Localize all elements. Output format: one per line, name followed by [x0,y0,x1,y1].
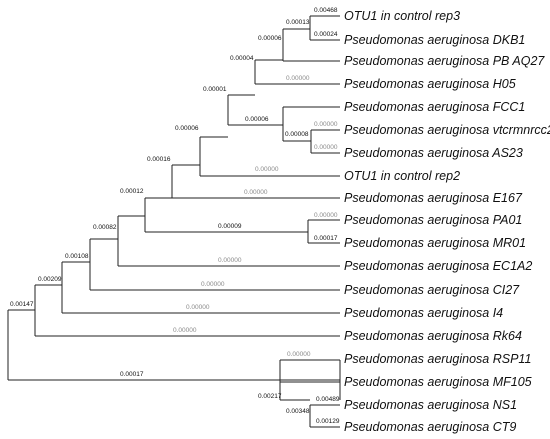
branch-length-label: 0.00008 [285,131,309,138]
leaf-label: OTU1 in control rep3 [344,9,460,23]
branch-length-label: 0.00129 [316,418,340,425]
leaf-label: Pseudomonas aeruginosa PB AQ27 [344,54,545,68]
branch-length-label: 0.00009 [218,223,242,230]
branch-length-label: 0.00012 [120,188,144,195]
branch-length-label: 0.00004 [230,55,254,62]
leaf-label: Pseudomonas aeruginosa E167 [344,191,523,205]
branch-length-label: 0.00000 [314,144,338,151]
leaf-label: Pseudomonas aeruginosa PA01 [344,213,522,227]
branch-length-label: 0.00000 [173,327,197,334]
leaf-label: Pseudomonas aeruginosa NS1 [344,398,517,412]
leaf-label: Pseudomonas aeruginosa CI27 [344,283,520,297]
branch-length-label: 0.00000 [314,121,338,128]
leaf-label: Pseudomonas aeruginosa MF105 [344,375,532,389]
branch-length-label: 0.00209 [38,276,62,283]
leaf-label: Pseudomonas aeruginosa EC1A2 [344,259,532,273]
leaf-label: Pseudomonas aeruginosa Rk64 [344,329,522,343]
branch-length-label: 0.00024 [314,31,338,38]
leaf-label: Pseudomonas aeruginosa H05 [344,77,516,91]
branch-length-label: 0.00013 [286,19,310,26]
leaf-label: Pseudomonas aeruginosa CT9 [344,420,516,434]
tree-branches [7,15,341,428]
branch-length-label: 0.00000 [244,189,268,196]
branch-length-label: 0.00006 [258,35,282,42]
branch-length-label: 0.00017 [120,371,144,378]
branch-length-label: 0.00489 [316,396,340,403]
branch-length-label: 0.00000 [201,281,225,288]
branch-length-label: 0.00082 [93,224,117,231]
branch-length-label: 0.00108 [65,253,89,260]
branch-length-label: 0.00147 [10,301,34,308]
branch-length-label: 0.00006 [175,125,199,132]
branch-length-label: 0.00000 [255,166,279,173]
branch-length-label: 0.00001 [203,86,227,93]
branch-length-label: 0.00006 [245,116,269,123]
leaf-label: Pseudomonas aeruginosa FCC1 [344,100,525,114]
branch-length-label: 0.00016 [147,156,171,163]
branch-length-labels: 0.00468 0.00013 0.00024 0.00006 0.00004 … [10,7,340,425]
leaf-label: Pseudomonas aeruginosa I4 [344,306,503,320]
leaf-label: OTU1 in control rep2 [344,169,460,183]
branch-length-label: 0.00000 [286,75,310,82]
branch-length-label: 0.00217 [258,393,282,400]
branch-length-label: 0.00000 [314,212,338,219]
branch-length-label: 0.00017 [314,235,338,242]
leaf-label: Pseudomonas aeruginosa RSP11 [344,352,531,366]
leaf-labels: OTU1 in control rep3 Pseudomonas aerugin… [344,9,550,434]
branch-length-label: 0.00000 [287,351,311,358]
leaf-label: Pseudomonas aeruginosa vtcrmnrcc2 [344,123,550,137]
leaf-label: Pseudomonas aeruginosa DKB1 [344,33,525,47]
branch-length-label: 0.00000 [186,304,210,311]
leaf-label: Pseudomonas aeruginosa AS23 [344,146,523,160]
branch-length-label: 0.00348 [286,408,310,415]
branch-length-label: 0.00000 [218,257,242,264]
branch-length-label: 0.00468 [314,7,338,14]
leaf-label: Pseudomonas aeruginosa MR01 [344,236,526,250]
